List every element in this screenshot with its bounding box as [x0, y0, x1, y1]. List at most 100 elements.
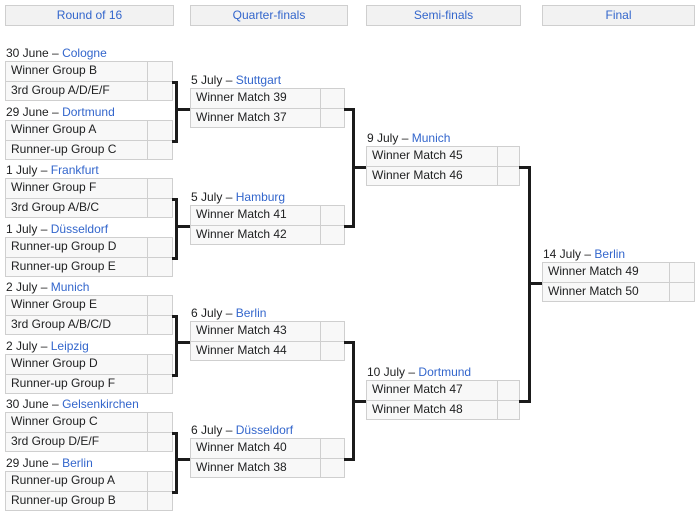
match-venue-link[interactable]: Cologne [62, 46, 107, 60]
score-cell-bottom [148, 258, 172, 276]
score-cell-top [498, 381, 519, 400]
match-caption-r16-1: 30 June – Cologne [6, 46, 107, 60]
match-venue-link[interactable]: Berlin [594, 247, 626, 261]
match-date: 5 July [191, 73, 223, 87]
match-date: 29 June [6, 105, 49, 119]
match-row: 3rd Group A/D/E/F [6, 81, 172, 100]
team-cell-top: Runner-up Group A [6, 472, 148, 491]
match-venue-link[interactable]: Berlin [235, 306, 267, 320]
connector-stub-target-final [528, 282, 542, 285]
match-row: Winner Group B [6, 62, 172, 81]
score-cell-bottom [321, 459, 344, 477]
team-cell-bottom: Runner-up Group B [6, 492, 148, 510]
connector-bar-qf4 [175, 432, 178, 494]
match-row: Winner Group A [6, 121, 172, 140]
team-cell-bottom: Runner-up Group F [6, 375, 148, 393]
score-cell-top [148, 413, 172, 432]
score-cell-top [148, 179, 172, 198]
match-venue-link[interactable]: Gelsenkirchen [62, 397, 139, 411]
connector-stub-lower-sf2 [344, 458, 355, 461]
match-date: 1 July [6, 222, 38, 236]
match-caption-qf-2: 5 July – Hamburg [191, 190, 285, 204]
caption-separator: – [225, 190, 233, 204]
team-cell-bottom: Runner-up Group C [6, 141, 148, 159]
score-cell-bottom [148, 199, 172, 217]
match-venue-link[interactable]: Munich [411, 131, 451, 145]
score-cell-bottom [670, 283, 694, 301]
score-cell-bottom [498, 401, 519, 419]
match-date: 30 June [6, 397, 49, 411]
caption-separator: – [225, 73, 233, 87]
match-date: 2 July [6, 339, 38, 353]
caption-separator: – [401, 131, 409, 145]
score-cell-top [498, 147, 519, 166]
score-cell-top [321, 89, 344, 108]
round-header-4[interactable]: Final [542, 5, 695, 26]
match-venue-link[interactable]: Berlin [62, 456, 93, 470]
match-row: 3rd Group A/B/C/D [6, 315, 172, 334]
match-venue-link[interactable]: Düsseldorf [50, 222, 109, 236]
match-caption-qf-4: 6 July – Düsseldorf [191, 423, 293, 437]
caption-separator: – [40, 163, 48, 177]
match-date: 5 July [191, 190, 223, 204]
score-cell-top [148, 238, 172, 257]
team-cell-bottom: 3rd Group A/B/C/D [6, 316, 148, 334]
match-caption-r16-3: 1 July – Frankfurt [6, 163, 99, 177]
team-cell-top: Winner Match 41 [191, 206, 321, 225]
connector-stub-target-sf2 [352, 400, 366, 403]
round-header-2[interactable]: Quarter-finals [190, 5, 348, 26]
connector-bar-qf2 [175, 198, 178, 260]
caption-separator: – [225, 423, 233, 437]
connector-stub-lower-final [519, 400, 531, 403]
match-date: 29 June [6, 456, 49, 470]
score-cell-bottom [148, 141, 172, 159]
match-venue-link[interactable]: Leipzig [50, 339, 89, 353]
team-cell-bottom: 3rd Group D/E/F [6, 433, 148, 451]
match-venue-link[interactable]: Hamburg [235, 190, 286, 204]
score-cell-top [670, 263, 694, 282]
match-caption-qf-1: 5 July – Stuttgart [191, 73, 281, 87]
team-cell-bottom: Winner Match 44 [191, 342, 321, 360]
round-header-1[interactable]: Round of 16 [5, 5, 174, 26]
connector-stub-lower-sf1 [344, 225, 355, 228]
team-cell-top: Winner Group B [6, 62, 148, 81]
match-venue-link[interactable]: Stuttgart [235, 73, 282, 87]
match-row: Winner Match 49 [543, 263, 694, 282]
score-cell-bottom [321, 226, 344, 244]
match-venue-link[interactable]: Dortmund [418, 365, 472, 379]
match-date: 10 July [367, 365, 406, 379]
match-venue-link[interactable]: Düsseldorf [235, 423, 294, 437]
caption-separator: – [40, 339, 48, 353]
score-cell-top [321, 206, 344, 225]
match-venue-link[interactable]: Munich [50, 280, 90, 294]
connector-stub-target-qf3 [175, 341, 190, 344]
match-caption-final: 14 July – Berlin [543, 247, 625, 261]
match-venue-link[interactable]: Dortmund [62, 105, 115, 119]
caption-separator: – [225, 306, 233, 320]
match-row: Winner Match 41 [191, 206, 344, 225]
match-date: 30 June [6, 46, 49, 60]
caption-separator: – [52, 456, 59, 470]
connector-stub-target-qf4 [175, 458, 190, 461]
match-row: 3rd Group A/B/C [6, 198, 172, 217]
team-cell-top: Winner Group F [6, 179, 148, 198]
match-row: Winner Group D [6, 355, 172, 374]
match-row: Winner Match 39 [191, 89, 344, 108]
round-header-3[interactable]: Semi-finals [366, 5, 521, 26]
team-cell-top: Runner-up Group D [6, 238, 148, 257]
connector-bar-qf1 [175, 81, 178, 143]
match-venue-link[interactable]: Frankfurt [50, 163, 99, 177]
match-row: Winner Match 48 [367, 400, 519, 419]
match-row: Winner Match 45 [367, 147, 519, 166]
team-cell-top: Winner Group D [6, 355, 148, 374]
